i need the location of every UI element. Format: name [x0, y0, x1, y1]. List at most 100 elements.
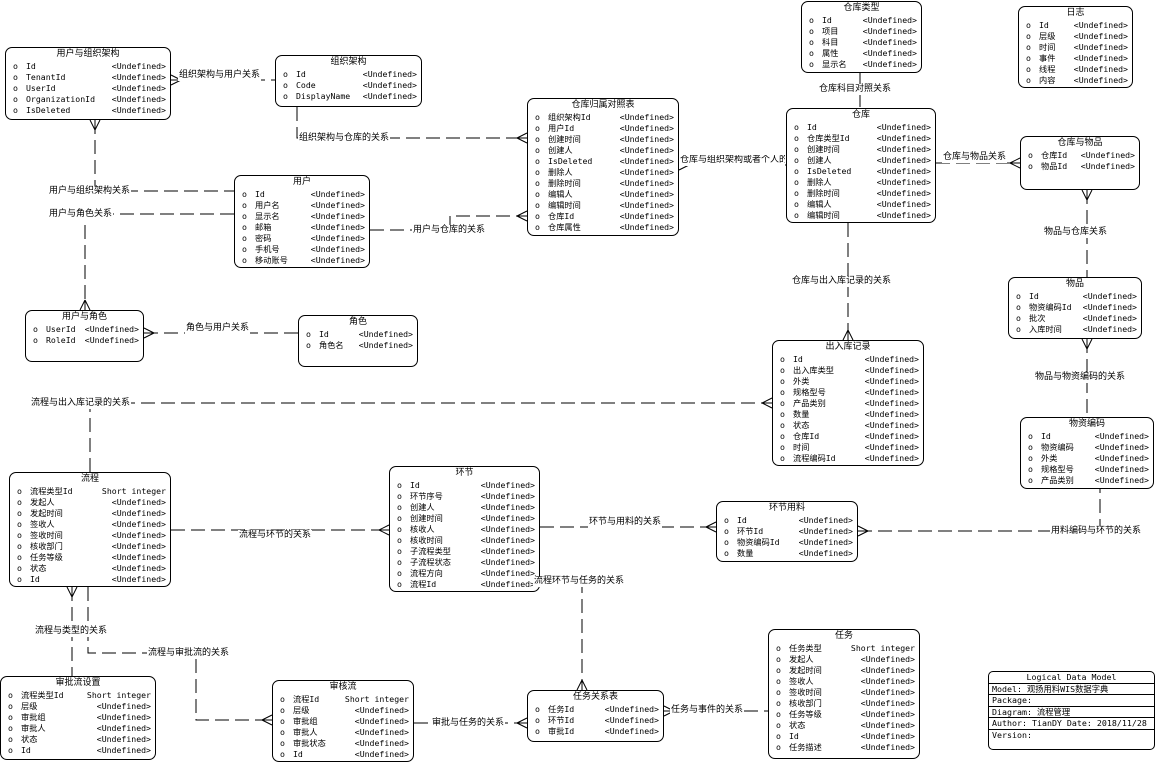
- crows-foot-icon: [378, 524, 390, 536]
- attribute-marker: o: [776, 741, 781, 752]
- attribute-name: 组织架构Id: [548, 112, 591, 122]
- attribute-type: <Undefined>: [111, 573, 166, 584]
- attribute-type: <Undefined>: [619, 122, 674, 133]
- attribute-type: <Undefined>: [480, 523, 535, 534]
- attribute-marker: o: [8, 711, 13, 722]
- attribute-marker: o: [33, 324, 38, 334]
- attribute-name: 仓库Id: [793, 430, 820, 441]
- crows-foot-icon: [857, 525, 869, 537]
- entity-title: 出入库记录: [825, 342, 871, 352]
- attribute-type: <Undefined>: [1082, 291, 1137, 301]
- attribute-type: <Undefined>: [619, 144, 674, 155]
- attribute-type: <Undefined>: [864, 419, 919, 430]
- attribute-marker: o: [809, 25, 814, 36]
- attribute-type: <Undefined>: [96, 722, 151, 733]
- attribute-marker: o: [1026, 52, 1031, 63]
- attribute-type: <Undefined>: [1073, 63, 1128, 74]
- attribute-type: <Undefined>: [860, 675, 915, 686]
- attribute-type: <Undefined>: [84, 324, 139, 334]
- attribute-marker: o: [1028, 452, 1033, 463]
- attribute-name: 创建人: [410, 501, 435, 512]
- attribute-name: Id: [255, 189, 265, 199]
- attribute-name: 流程类型Id: [30, 486, 73, 496]
- attribute-type: <Undefined>: [1094, 474, 1149, 485]
- attribute-type: <Undefined>: [1094, 441, 1149, 452]
- attribute-marker: o: [794, 122, 799, 132]
- attribute-type: <Undefined>: [480, 480, 535, 490]
- attribute-marker: o: [13, 93, 18, 104]
- attribute-marker: o: [397, 578, 402, 589]
- attribute-name: 状态: [21, 733, 38, 744]
- entity-title: 审批流设置: [55, 678, 101, 688]
- attribute-type: <Undefined>: [864, 364, 919, 375]
- attribute-marker: o: [280, 704, 285, 715]
- attribute-marker: o: [535, 155, 540, 166]
- attribute-type: <Undefined>: [862, 36, 917, 47]
- attribute-name: 删除时间: [548, 177, 581, 188]
- attribute-name: 规格型号: [793, 386, 826, 397]
- attribute-marker: o: [13, 104, 18, 115]
- attribute-type: <Undefined>: [1073, 52, 1128, 63]
- entity-title: 用户与角色: [61, 312, 107, 322]
- attribute-name: 编辑人: [548, 188, 573, 199]
- attribute-name: TenantId: [26, 71, 66, 82]
- attribute-name: 出入库类型: [793, 364, 834, 375]
- attribute-marker: o: [1016, 301, 1021, 312]
- attribute-type: <Undefined>: [111, 496, 166, 507]
- attribute-name: 内容: [1039, 74, 1056, 85]
- attribute-marker: o: [776, 697, 781, 708]
- attribute-marker: o: [724, 525, 729, 536]
- attribute-marker: o: [397, 556, 402, 567]
- attribute-type: <Undefined>: [480, 578, 535, 589]
- entity-title: 物资编码: [1068, 419, 1105, 429]
- line-user-org: [94, 120, 234, 192]
- attribute-name: 邮箱: [255, 221, 272, 232]
- attribute-type: <Undefined>: [864, 397, 919, 408]
